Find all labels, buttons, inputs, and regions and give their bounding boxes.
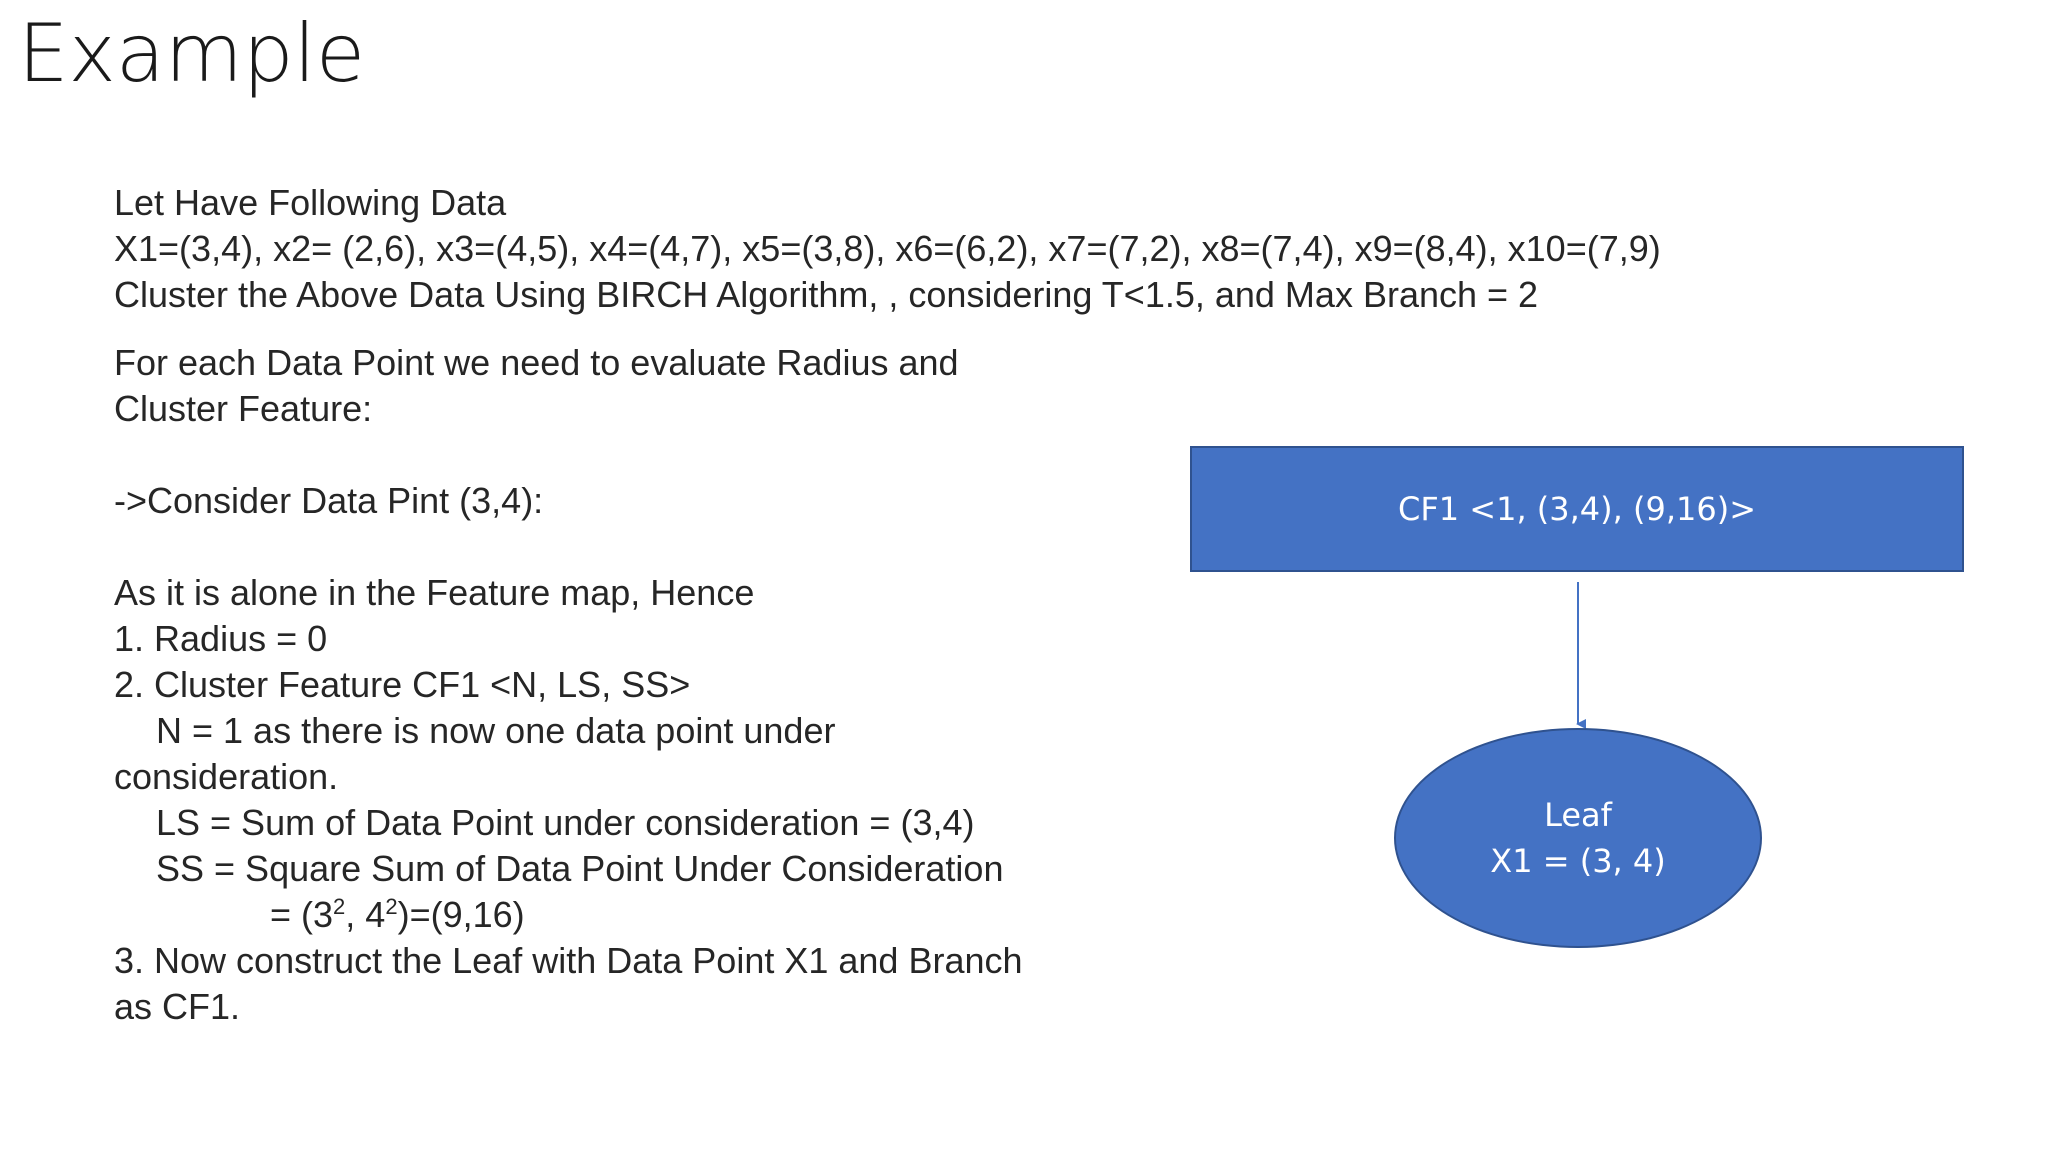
step-radius: 1. Radius = 0 [114, 618, 328, 659]
alone-line: As it is alone in the Feature map, Hence [114, 572, 755, 613]
step-construct-leaf-cont: as CF1. [114, 986, 241, 1027]
task-line: Cluster the Above Data Using BIRCH Algor… [114, 274, 1539, 315]
leaf-node: Leaf X1 = (3, 4) [1394, 728, 1762, 948]
intro-line: Let Have Following Data [114, 182, 507, 223]
ss-value-suffix: )=(9,16) [397, 894, 525, 935]
ss-value-prefix: = (3 [270, 894, 334, 935]
leaf-value: X1 = (3, 4) [1490, 842, 1666, 880]
ss-value: = (32, 42)=(9,16) [114, 892, 1023, 938]
ss-exponent: 2 [385, 894, 398, 919]
n-definition: N = 1 as there is now one data point und… [156, 710, 836, 751]
blank-line [114, 432, 1023, 478]
ss-definition: SS = Square Sum of Data Point Under Cons… [156, 848, 1004, 889]
cf-node: CF1 <1, (3,4), (9,16)> [1190, 446, 1964, 572]
ss-value-mid: , 4 [345, 894, 386, 935]
leaf-title: Leaf [1544, 796, 1612, 834]
explanation: For each Data Point we need to evaluate … [114, 340, 1023, 1030]
cf-node-label: CF1 <1, (3,4), (9,16)> [1397, 490, 1757, 528]
slide-title: Example [18, 7, 366, 100]
data-points-line: X1=(3,4), x2= (2,6), x3=(4,5), x4=(4,7),… [114, 228, 1661, 269]
ss-exponent: 2 [333, 894, 346, 919]
step-cluster-feature: 2. Cluster Feature CF1 <N, LS, SS> [114, 664, 691, 705]
n-definition-cont: consideration. [114, 756, 339, 797]
problem-statement: Let Have Following Data X1=(3,4), x2= (2… [114, 180, 1661, 318]
explanation-line: Cluster Feature: [114, 388, 373, 429]
step-construct-leaf: 3. Now construct the Leaf with Data Poin… [114, 940, 1023, 981]
consider-line: ->Consider Data Pint (3,4): [114, 480, 544, 521]
explanation-line: For each Data Point we need to evaluate … [114, 342, 959, 383]
ls-definition: LS = Sum of Data Point under considerati… [156, 802, 975, 843]
blank-line [114, 524, 1023, 570]
